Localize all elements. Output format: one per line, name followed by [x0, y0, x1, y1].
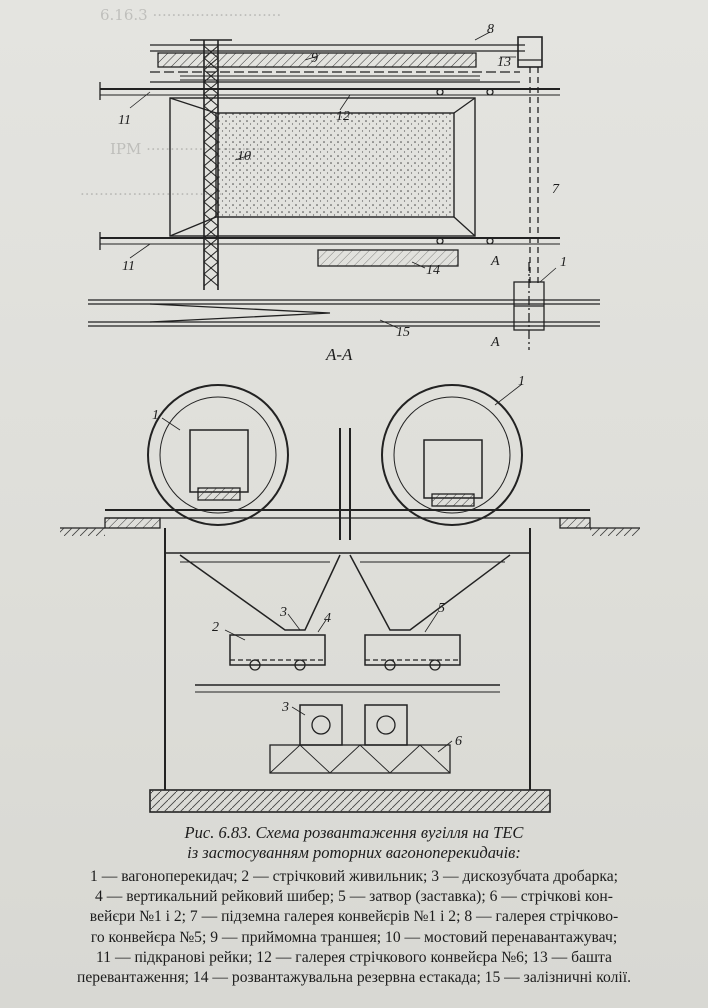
caption-title-line-2: із застосуванням роторних вагоноперекида… — [187, 843, 521, 862]
legend-line: перевантаження; 14 — розвантажувальна ре… — [77, 969, 631, 987]
figure-caption: Рис. 6.83. Схема розвантаження вугілля н… — [0, 823, 708, 988]
label-15: 15 — [396, 325, 410, 340]
section-labels: A-A 1 1 2 3 4 5 3 6 — [152, 345, 525, 749]
section-view — [60, 383, 640, 813]
legend-line: 1 — вагоноперекидач; 2 — стрічковий живи… — [90, 868, 618, 885]
legend-line: вейєри №1 і 2; 7 — підземна галерея конв… — [89, 908, 619, 926]
section-mark-a-top: A — [490, 254, 500, 269]
bleed-through-text: 6.16.3 ··························· — [100, 6, 282, 24]
section-mark-a-bottom: A — [490, 335, 500, 350]
label-12: 12 — [336, 109, 350, 124]
legend-line: 4 — вертикальний рейковий шибер; 5 — зат… — [95, 888, 613, 906]
label-2: 2 — [212, 620, 219, 635]
label-1-plan: 1 — [560, 255, 567, 270]
plan-labels: 8 9 13 11 12 10 7 11 14 15 A A 1 — [118, 22, 567, 350]
label-10: 10 — [237, 149, 251, 164]
label-4: 4 — [324, 611, 331, 626]
caption-title-line-1: Рис. 6.83. Схема розвантаження вугілля н… — [184, 823, 524, 842]
label-3-lower: 3 — [281, 700, 289, 715]
bleed-through-text: ······························ — [80, 185, 224, 203]
label-11-top: 11 — [118, 113, 131, 128]
label-14: 14 — [426, 263, 440, 278]
label-9: 9 — [311, 51, 318, 66]
legend-line: го конвейєра №5; 9 — приймомна траншея; … — [90, 928, 618, 946]
label-1-right: 1 — [518, 374, 525, 389]
label-8: 8 — [487, 22, 494, 37]
legend-line: 11 — підкранові рейки; 12 — галерея стрі… — [96, 948, 612, 966]
label-11-bottom: 11 — [122, 259, 135, 274]
label-6: 6 — [455, 734, 462, 749]
plan-view — [88, 31, 600, 350]
figure-legend: 1 — вагоноперекидач; 2 — стрічковий живи… — [9, 867, 699, 988]
technical-drawing: 8 9 13 11 12 10 7 11 14 15 A A 1 — [60, 22, 640, 813]
label-1-left: 1 — [152, 408, 159, 423]
label-7: 7 — [552, 182, 560, 197]
label-3-upper: 3 — [279, 605, 287, 620]
section-title: A-A — [325, 345, 353, 364]
label-5: 5 — [438, 601, 445, 616]
label-13: 13 — [497, 55, 511, 70]
